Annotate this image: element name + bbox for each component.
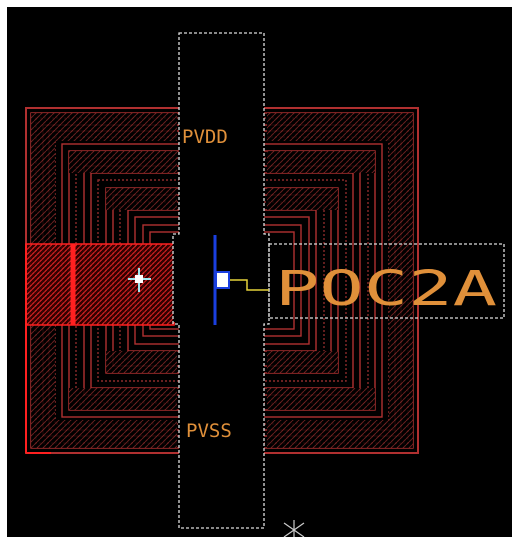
pvdd-label: PVDD [182,126,228,148]
cell-name-box[interactable]: POC2A [275,261,497,317]
cell-name-label: POC2A [275,261,497,317]
pvss-label: PVSS [186,420,232,442]
pvss-pin[interactable]: PVSS [186,420,232,442]
layout-canvas[interactable]: PVDD PVSS POC2A [7,7,512,537]
origin-cross-icon [283,520,305,537]
crosshair-cursor-icon [128,268,151,292]
pin-outlines [172,32,505,529]
center-cutout [173,33,265,528]
selected-metal-region[interactable] [25,243,175,454]
pvdd-pin[interactable]: PVDD [182,126,228,148]
metal-hatch-fill [31,113,413,448]
device-instance[interactable] [214,271,269,291]
layout-view[interactable]: PVDD PVSS POC2A [7,7,512,537]
